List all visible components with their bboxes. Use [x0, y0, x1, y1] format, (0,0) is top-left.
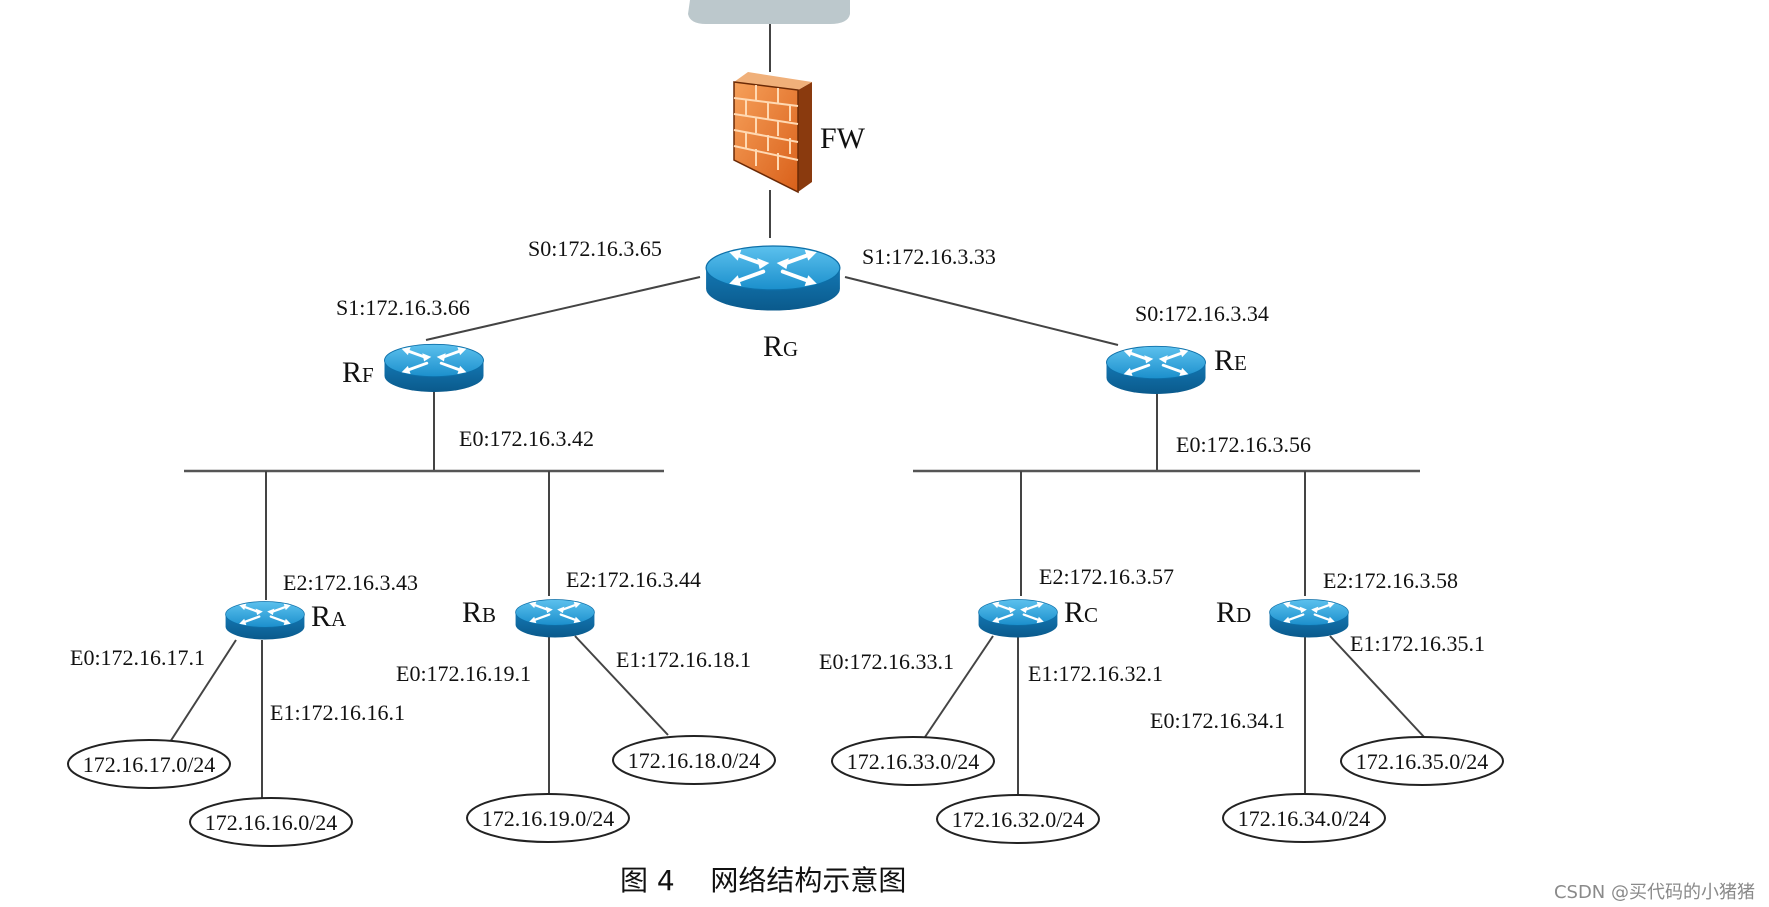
- rb-e0-label: E0:172.16.19.1: [396, 661, 531, 686]
- subnet-34-label: 172.16.34.0/24: [1238, 806, 1371, 831]
- link-ra-n17: [169, 639, 237, 743]
- subnet-18: 172.16.18.0/24: [612, 735, 776, 785]
- subnet-17: 172.16.17.0/24: [67, 739, 231, 789]
- firewall-icon: [733, 72, 812, 194]
- re-s0-label: S0:172.16.3.34: [1135, 301, 1269, 326]
- router-rb-name: RB: [462, 596, 496, 629]
- link-rc-n33: [924, 635, 994, 738]
- router-rd-name: RD: [1216, 596, 1251, 629]
- subnet-35: 172.16.35.0/24: [1340, 736, 1504, 786]
- router-re-name: RE: [1214, 344, 1247, 377]
- subnet-34: 172.16.34.0/24: [1222, 793, 1386, 843]
- rf-s1-label: S1:172.16.3.66: [336, 295, 470, 320]
- rc-e2-label: E2:172.16.3.57: [1039, 564, 1174, 589]
- router-rf-name: RF: [342, 356, 374, 389]
- links: [169, 24, 1426, 798]
- router-ra-name: RA: [311, 600, 347, 633]
- subnet-33: 172.16.33.0/24: [831, 736, 995, 786]
- subnet-19-label: 172.16.19.0/24: [482, 806, 615, 831]
- subnet-32: 172.16.32.0/24: [936, 794, 1100, 844]
- router-rg-name: RG: [763, 330, 798, 363]
- router-ra-icon: [224, 600, 306, 641]
- link-rg-re: [844, 276, 1119, 346]
- firewall-label: FW: [820, 122, 866, 155]
- watermark: CSDN @买代码的小猪猪: [1554, 882, 1755, 903]
- router-rg-icon: [706, 246, 840, 310]
- ra-e0-label: E0:172.16.17.1: [70, 645, 205, 670]
- subnet-32-label: 172.16.32.0/24: [952, 807, 1085, 832]
- figure-caption: 图 4 网络结构示意图: [620, 864, 906, 897]
- subnet-17-label: 172.16.17.0/24: [83, 752, 216, 777]
- router-re-icon: [1104, 344, 1208, 396]
- router-rc-icon: [977, 598, 1059, 639]
- link-rb-n18: [574, 635, 669, 736]
- subnet-35-label: 172.16.35.0/24: [1356, 749, 1489, 774]
- subnet-18-label: 172.16.18.0/24: [628, 748, 761, 773]
- subnet-16: 172.16.16.0/24: [189, 797, 353, 847]
- subnet-16-label: 172.16.16.0/24: [205, 810, 338, 835]
- re-e0-label: E0:172.16.3.56: [1176, 432, 1311, 457]
- rg-s0-label: S0:172.16.3.65: [528, 236, 662, 261]
- rg-s1-label: S1:172.16.3.33: [862, 244, 996, 269]
- router-rb-icon: [514, 598, 596, 639]
- subnet-33-label: 172.16.33.0/24: [847, 749, 980, 774]
- rd-e0-label: E0:172.16.34.1: [1150, 708, 1285, 733]
- rc-e1-label: E1:172.16.32.1: [1028, 661, 1163, 686]
- rc-e0-label: E0:172.16.33.1: [819, 649, 954, 674]
- subnet-19: 172.16.19.0/24: [466, 793, 630, 843]
- ra-e2-label: E2:172.16.3.43: [283, 570, 418, 595]
- rd-e2-label: E2:172.16.3.58: [1323, 568, 1458, 593]
- rf-e0-label: E0:172.16.3.42: [459, 426, 594, 451]
- rb-e2-label: E2:172.16.3.44: [566, 567, 701, 592]
- router-rf-icon: [382, 342, 486, 394]
- ra-e1-label: E1:172.16.16.1: [270, 700, 405, 725]
- router-rd-icon: [1268, 598, 1350, 639]
- rb-e1-label: E1:172.16.18.1: [616, 647, 751, 672]
- link-rg-rf: [425, 276, 701, 341]
- router-rc-name: RC: [1064, 596, 1098, 629]
- rd-e1-label: E1:172.16.35.1: [1350, 631, 1485, 656]
- cloud-shape: [688, 0, 850, 24]
- link-rd-n35: [1329, 635, 1426, 739]
